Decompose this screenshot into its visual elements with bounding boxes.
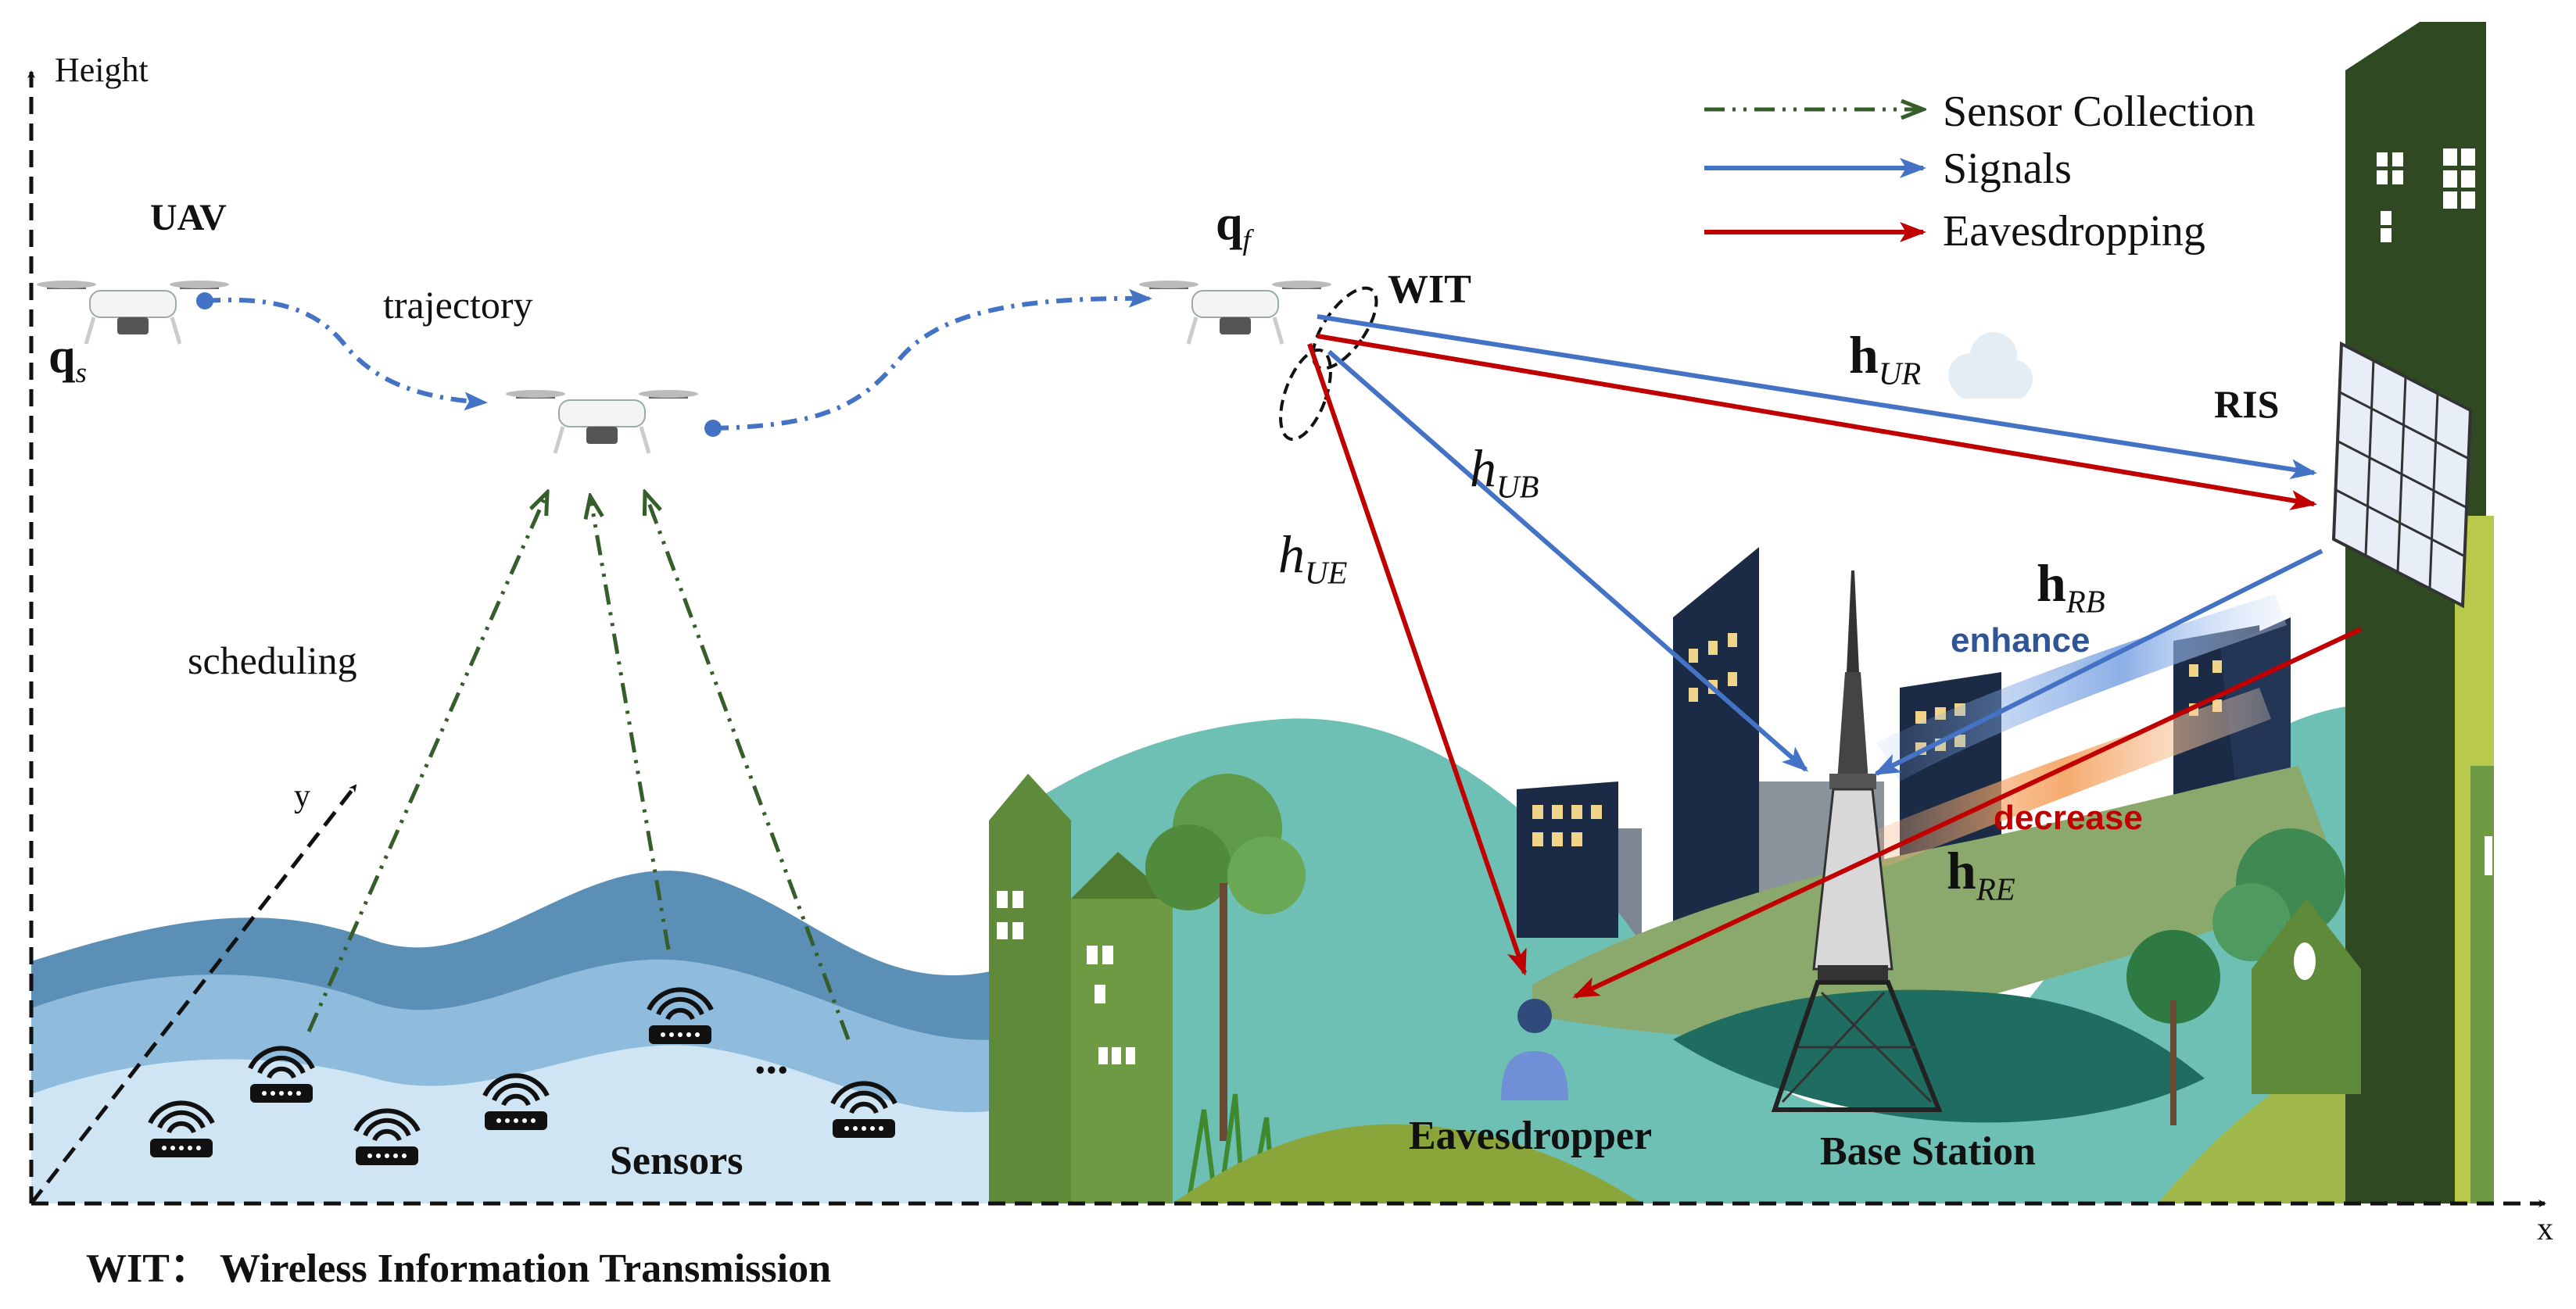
arrow-ris-bs-signal (1873, 549, 2323, 776)
sensor-icon (353, 1108, 421, 1165)
base-station-tower (1771, 570, 1943, 1112)
arrow-uav-eve (1307, 343, 1527, 976)
tall-building-right (2252, 22, 2494, 1203)
x-axis-label: x (2537, 1211, 2553, 1247)
cloud (1948, 332, 2033, 399)
y-axis (30, 784, 357, 1205)
sensor-icon (647, 987, 714, 1044)
arrow-uav-ris-signal (1317, 314, 2317, 480)
arrow-uav-ris-eaves (1317, 334, 2317, 510)
trees (1145, 774, 2345, 1204)
scheduling-label: scheduling (188, 638, 357, 682)
channel-h-re: hRE (1947, 841, 2015, 907)
signal-arrows (1317, 314, 2323, 776)
base-station-label: Base Station (1820, 1129, 2036, 1174)
sensor-icon (148, 1100, 215, 1157)
q-final-label: qf (1216, 197, 1251, 257)
axes (27, 70, 2546, 1207)
trajectory-path (196, 288, 1152, 437)
green-buildings-left (989, 774, 1173, 1203)
trajectory-label: trajectory (383, 283, 533, 327)
channel-h-rb: hRB (2037, 553, 2105, 620)
q-start-label: qs (48, 330, 87, 390)
uav-label: UAV (150, 197, 227, 238)
enhance-beam (1876, 594, 2287, 781)
legend-label-signals: Signals (1943, 145, 2072, 193)
sensor-icon (248, 1046, 315, 1103)
legend (1704, 109, 1926, 242)
sensor-icon (482, 1073, 550, 1130)
eavesdropper-figure (1501, 999, 1568, 1100)
arrow-uav-bs-signal (1327, 349, 1809, 772)
wit-label: WIT (1388, 267, 1471, 312)
eaves-arrows (1307, 334, 2363, 999)
ris-label: RIS (2214, 382, 2280, 426)
sensor-icon (830, 1081, 897, 1138)
eavesdropper-label: Eavesdropper (1409, 1114, 1653, 1158)
uav-start (37, 281, 229, 345)
footnote-wit: WIT： Wireless Information Transmission (86, 1246, 831, 1291)
y-axis-label: y (294, 778, 310, 814)
landscape (31, 22, 2494, 1204)
channel-h-ub: hUB (1470, 438, 1539, 505)
arrow-ris-eve (1572, 627, 2363, 999)
enhance-label: enhance (1951, 621, 2091, 660)
decrease-beam (1861, 688, 2271, 867)
legend-label-eaves: Eavesdropping (1943, 207, 2205, 256)
channel-h-ue: hUE (1278, 524, 1348, 591)
sensors-ellipsis: ... (754, 1032, 789, 1083)
channel-h-ur: hUR (1849, 325, 1922, 392)
hill-back-green (1532, 766, 2345, 1038)
uav-final (1139, 281, 1331, 345)
uav-mid (506, 390, 698, 454)
decrease-label: decrease (1994, 799, 2143, 837)
height-axis-label: Height (55, 51, 149, 89)
hill-front-left (1173, 1124, 1642, 1203)
wit-beam-ellipse-2 (1279, 348, 1332, 442)
sensors-label: Sensors (610, 1139, 743, 1183)
sensor-collection-arrows (306, 492, 851, 1040)
legend-label-sensor: Sensor Collection (1943, 88, 2255, 136)
ris-panel (2331, 341, 2473, 609)
sensors (148, 987, 897, 1165)
